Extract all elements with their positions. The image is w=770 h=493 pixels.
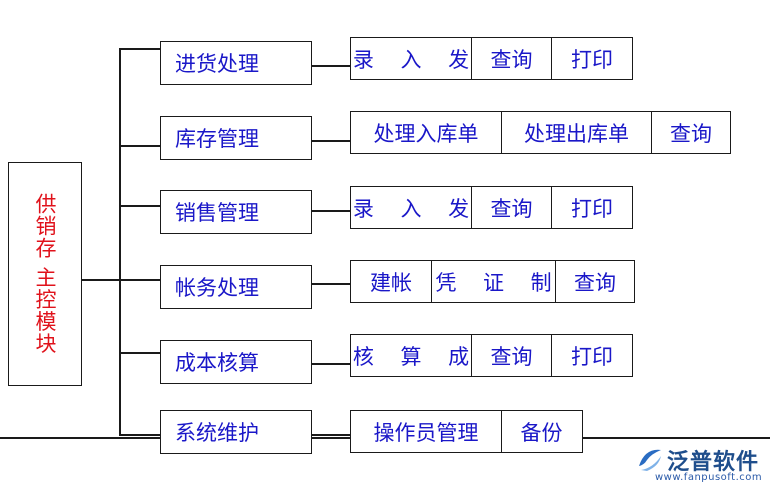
module-5-action-connector <box>312 363 350 365</box>
action-cell[interactable]: 打印 <box>551 334 633 377</box>
main-control-module-box[interactable]: 供销存 主控模块 <box>8 162 82 386</box>
sales-actions: 录 入 发 查询 打印 <box>350 186 633 229</box>
module-6-action-connector <box>312 434 350 436</box>
module-sales-label: 销售管理 <box>175 201 259 225</box>
action-cell[interactable]: 查询 <box>470 186 553 229</box>
action-cell[interactable]: 核 算 成 <box>350 334 472 377</box>
action-cell[interactable]: 查询 <box>470 334 553 377</box>
action-cell[interactable]: 查询 <box>470 37 553 80</box>
action-cell[interactable]: 查询 <box>651 111 731 154</box>
action-cell[interactable]: 处理出库单 <box>500 111 653 154</box>
branch-line-3 <box>119 205 160 207</box>
branch-line-6 <box>119 434 160 436</box>
action-cell[interactable]: 查询 <box>555 260 635 303</box>
purchase-actions: 录 入 发 查询 打印 <box>350 37 633 80</box>
module-system-label: 系统维护 <box>175 421 259 445</box>
action-cell[interactable]: 录 入 发 <box>350 186 472 229</box>
branch-line-4 <box>119 279 160 281</box>
fanpusoft-logo: 泛普软件 www.fanpusoft.com <box>635 442 765 486</box>
module-system[interactable]: 系统维护 <box>160 410 312 454</box>
action-cell[interactable]: 操作员管理 <box>350 410 502 453</box>
action-cell[interactable]: 建帐 <box>350 260 432 303</box>
module-4-action-connector <box>312 283 350 285</box>
module-accounting[interactable]: 帐务处理 <box>160 265 312 309</box>
main-control-module-label: 供销存 主控模块 <box>33 193 57 355</box>
cost-actions: 核 算 成 查询 打印 <box>350 334 633 377</box>
accounting-actions: 建帐 凭 证 制 查询 <box>350 260 635 303</box>
action-cell[interactable]: 备份 <box>500 410 583 453</box>
module-purchase[interactable]: 进货处理 <box>160 41 312 85</box>
fanpusoft-logo-icon <box>639 449 661 471</box>
module-cost-label: 成本核算 <box>175 351 259 375</box>
module-3-action-connector <box>312 210 350 212</box>
module-cost[interactable]: 成本核算 <box>160 340 312 384</box>
action-cell[interactable]: 凭 证 制 <box>430 260 557 303</box>
main-to-trunk-connector <box>82 279 120 281</box>
module-inventory-label: 库存管理 <box>175 127 259 151</box>
trunk-vertical-line <box>119 48 121 435</box>
action-cell[interactable]: 打印 <box>551 37 633 80</box>
logo-url: www.fanpusoft.com <box>655 472 763 483</box>
action-cell[interactable]: 打印 <box>551 186 633 229</box>
action-cell[interactable]: 处理入库单 <box>350 111 502 154</box>
branch-line-2 <box>119 145 160 147</box>
module-accounting-label: 帐务处理 <box>175 276 259 300</box>
system-actions: 操作员管理 备份 <box>350 410 583 453</box>
inventory-actions: 处理入库单 处理出库单 查询 <box>350 111 731 154</box>
module-inventory[interactable]: 库存管理 <box>160 116 312 160</box>
module-sales[interactable]: 销售管理 <box>160 190 312 234</box>
logo-name: 泛普软件 <box>667 450 760 475</box>
branch-line-5 <box>119 352 160 354</box>
action-cell[interactable]: 录 入 发 <box>350 37 472 80</box>
module-1-action-connector <box>312 65 350 67</box>
branch-line-1 <box>119 48 160 50</box>
module-2-action-connector <box>312 140 350 142</box>
module-purchase-label: 进货处理 <box>175 52 259 76</box>
